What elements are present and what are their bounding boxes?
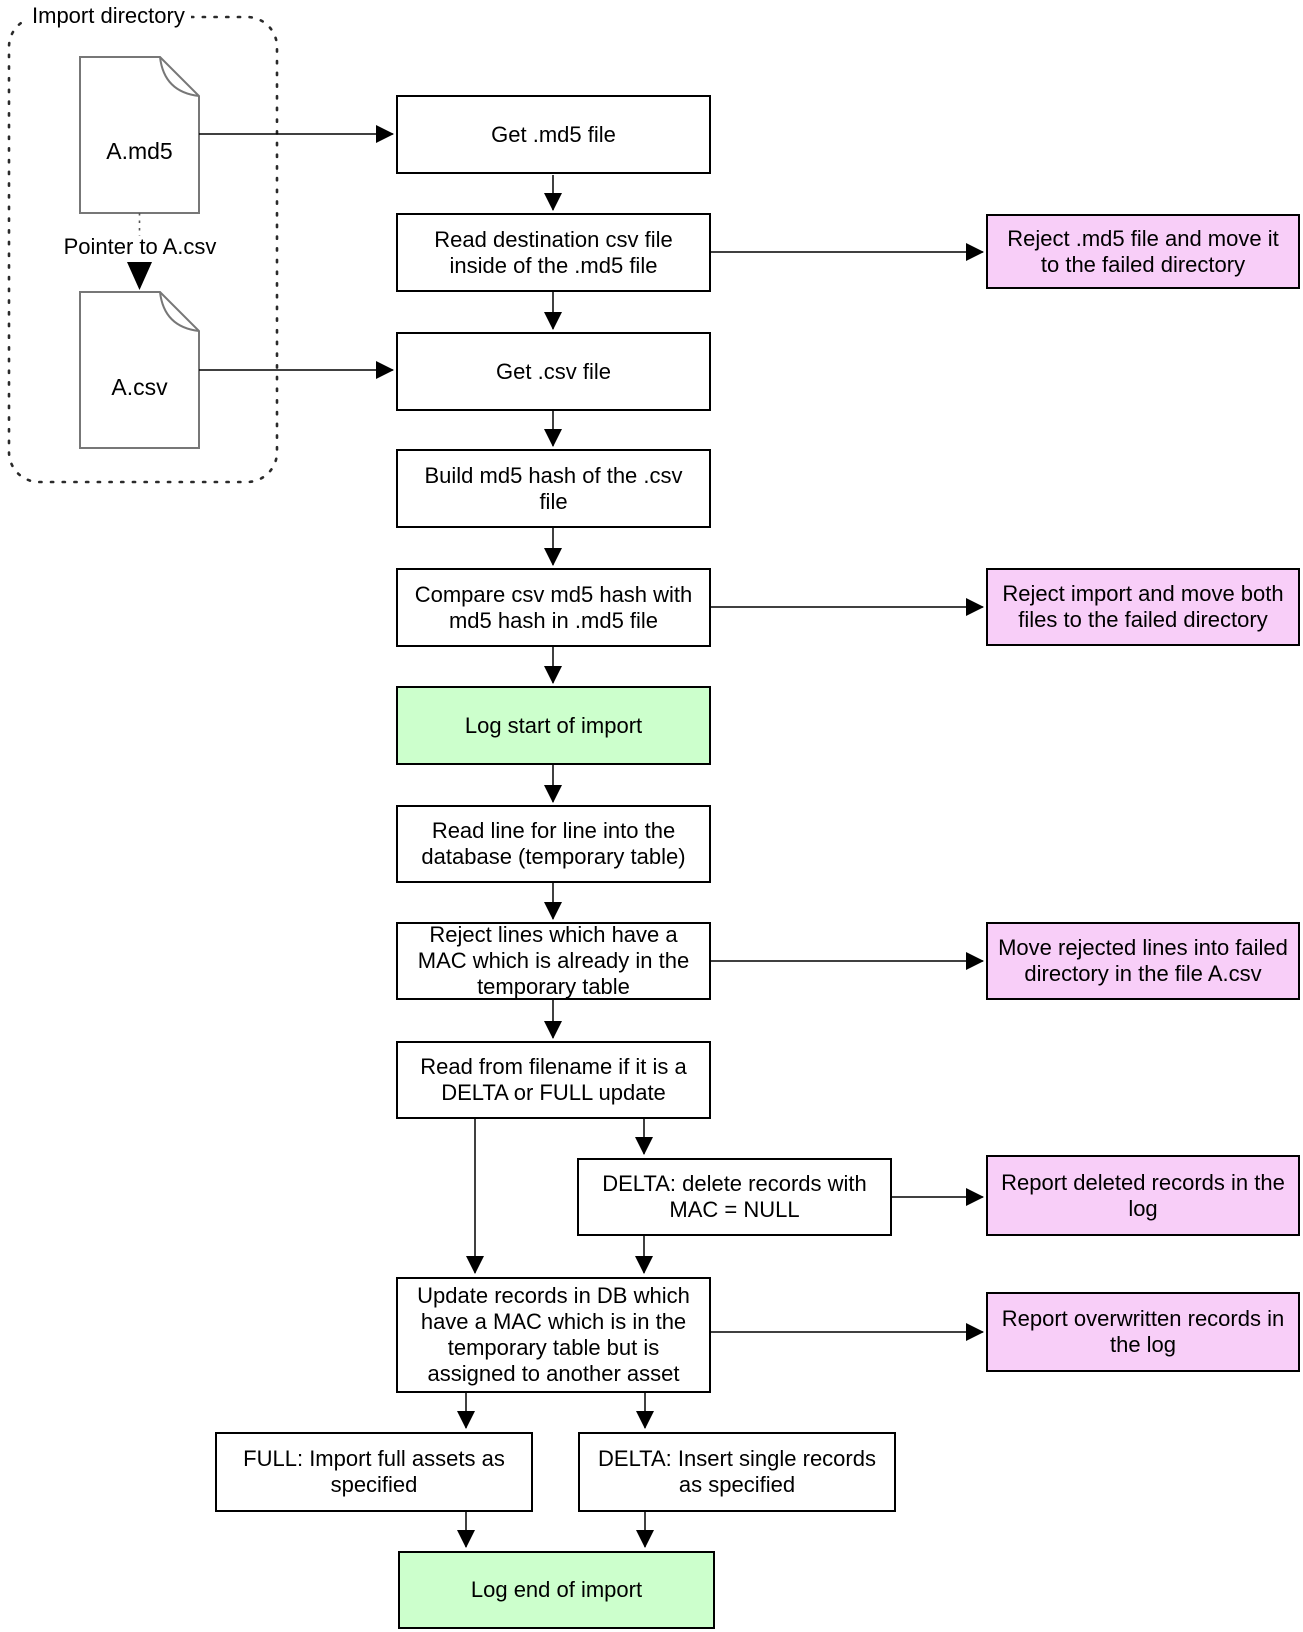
flow-node-read-lines: Read line for line into the database (te… <box>396 805 711 883</box>
error-node-move-rejected: Move rejected lines into failed director… <box>986 922 1300 1000</box>
flow-node-compare-hash: Compare csv md5 hash with md5 hash in .m… <box>396 568 711 647</box>
flow-node-read-filename: Read from filename if it is a DELTA or F… <box>396 1041 711 1119</box>
flow-node-log-start: Log start of import <box>396 686 711 765</box>
flow-node-log-end: Log end of import <box>398 1551 715 1629</box>
file-label-csv: A.csv <box>111 374 168 400</box>
flow-node-get-md5: Get .md5 file <box>396 95 711 174</box>
flow-node-delta-insert: DELTA: Insert single records as specifie… <box>578 1432 896 1512</box>
pointer-label: Pointer to A.csv <box>63 234 217 259</box>
flow-node-update-records: Update records in DB which have a MAC wh… <box>396 1277 711 1393</box>
flow-node-reject-lines: Reject lines which have a MAC which is a… <box>396 922 711 1000</box>
file-icon-csv <box>79 291 200 449</box>
flow-arrows <box>199 125 984 1548</box>
flow-node-full-import: FULL: Import full assets as specified <box>215 1432 533 1512</box>
flow-node-read-destination: Read destination csv file inside of the … <box>396 213 711 292</box>
flow-node-build-hash: Build md5 hash of the .csv file <box>396 449 711 528</box>
flow-node-get-csv: Get .csv file <box>396 332 711 411</box>
import-directory-label: Import directory <box>26 3 191 29</box>
error-node-reject-md5: Reject .md5 file and move it to the fail… <box>986 214 1300 289</box>
file-label-md5: A.md5 <box>106 138 173 164</box>
error-node-reject-import: Reject import and move both files to the… <box>986 568 1300 646</box>
flow-node-delta-delete: DELTA: delete records with MAC = NULL <box>577 1158 892 1236</box>
error-node-report-deleted: Report deleted records in the log <box>986 1155 1300 1236</box>
pointer-arrowhead <box>127 262 152 290</box>
error-node-report-overwritten: Report overwritten records in the log <box>986 1292 1300 1372</box>
file-icon-md5 <box>79 56 200 214</box>
